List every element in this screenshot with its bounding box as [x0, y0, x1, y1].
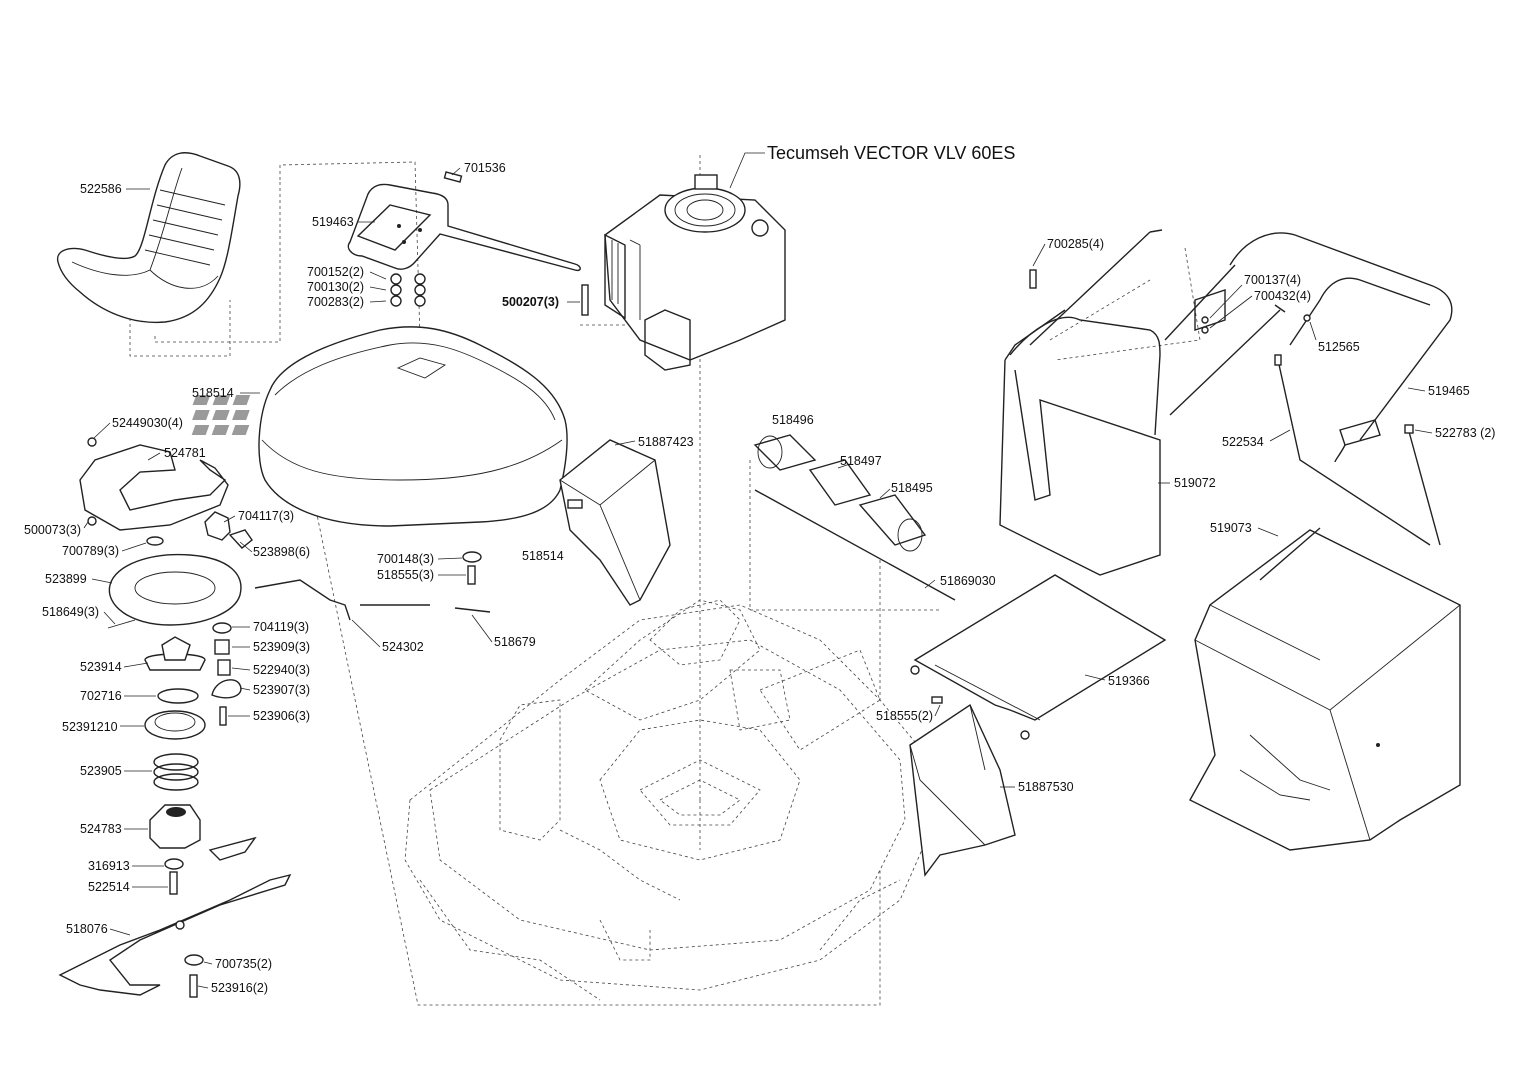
label-523906: 523906(3) [253, 709, 310, 723]
label-51887423: 51887423 [638, 435, 694, 449]
guard-51887530 [909, 703, 1016, 877]
handle-519465 [1164, 232, 1453, 446]
label-316913: 316913 [88, 859, 130, 873]
label-51869030: 51869030 [940, 574, 996, 588]
label-523899: 523899 [45, 572, 87, 586]
label-518496: 518496 [772, 413, 814, 427]
engine-title: Tecumseh VECTOR VLV 60ES [767, 143, 1015, 163]
label-700285: 700285(4) [1047, 237, 1104, 251]
deflector-519366 [910, 574, 1167, 740]
label-518514-chute: 518514 [522, 549, 564, 563]
label-523916: 523916(2) [211, 981, 268, 995]
label-500073: 500073(3) [24, 523, 81, 537]
label-51887530: 51887530 [1018, 780, 1074, 794]
label-519465: 519465 [1428, 384, 1470, 398]
label-522514: 522514 [88, 880, 130, 894]
engine-vlv60es [604, 174, 786, 371]
hardware [462, 269, 1346, 704]
label-52449030: 52449030(4) [112, 416, 183, 430]
label-522783: 522783 (2) [1435, 426, 1495, 440]
label-700148: 700148(3) [377, 552, 434, 566]
label-518555-b: 518555(2) [876, 709, 933, 723]
label-519072: 519072 [1174, 476, 1216, 490]
label-704117: 704117(3) [238, 509, 294, 523]
label-518495: 518495 [891, 481, 933, 495]
label-522940: 522940(3) [253, 663, 310, 677]
seat-522586 [56, 152, 241, 324]
label-701536: 701536 [464, 161, 506, 175]
part-labels: Tecumseh VECTOR VLV 60ES 522586 701536 5… [24, 143, 1495, 995]
label-523898: 523898(6) [253, 545, 310, 559]
label-52391210: 52391210 [62, 720, 118, 734]
label-700432: 700432(4) [1254, 289, 1311, 303]
label-500207: 500207(3) [502, 295, 559, 309]
label-524781: 524781 [164, 446, 206, 460]
bag-frame-519072 [999, 229, 1286, 576]
hood-518514 [191, 326, 568, 527]
label-700789: 700789(3) [62, 544, 119, 558]
label-700283: 700283(2) [307, 295, 364, 309]
label-524302: 524302 [382, 640, 424, 654]
label-523905: 523905 [80, 764, 122, 778]
label-524783: 524783 [80, 822, 122, 836]
label-704119: 704119(3) [253, 620, 309, 634]
label-702716: 702716 [80, 689, 122, 703]
label-518649: 518649(3) [42, 605, 99, 619]
label-519463: 519463 [312, 215, 354, 229]
blade-hub-stack [58, 437, 491, 998]
label-522534: 522534 [1222, 435, 1264, 449]
label-512565: 512565 [1318, 340, 1360, 354]
grass-catcher-519073 [1189, 527, 1461, 851]
label-700130: 700130(2) [307, 280, 364, 294]
label-700137: 700137(4) [1244, 273, 1301, 287]
label-700735: 700735(2) [215, 957, 272, 971]
label-518497: 518497 [840, 454, 882, 468]
label-523914: 523914 [80, 660, 122, 674]
label-519073: 519073 [1210, 521, 1252, 535]
label-523907: 523907(3) [253, 683, 310, 697]
label-519366: 519366 [1108, 674, 1150, 688]
label-518076: 518076 [66, 922, 108, 936]
chute-51887423 [559, 439, 671, 606]
leader-lines [83, 152, 1433, 989]
rods-522534-522783 [1274, 354, 1441, 546]
label-518555-a: 518555(3) [377, 568, 434, 582]
seat-bracket-519463 [347, 171, 581, 307]
label-518514-hood: 518514 [192, 386, 234, 400]
label-518679: 518679 [494, 635, 536, 649]
rollers-518496-518497-518495 [753, 434, 956, 601]
label-523909: 523909(3) [253, 640, 310, 654]
label-522586: 522586 [80, 182, 122, 196]
label-700152: 700152(2) [307, 265, 364, 279]
hood-logo [191, 395, 251, 435]
